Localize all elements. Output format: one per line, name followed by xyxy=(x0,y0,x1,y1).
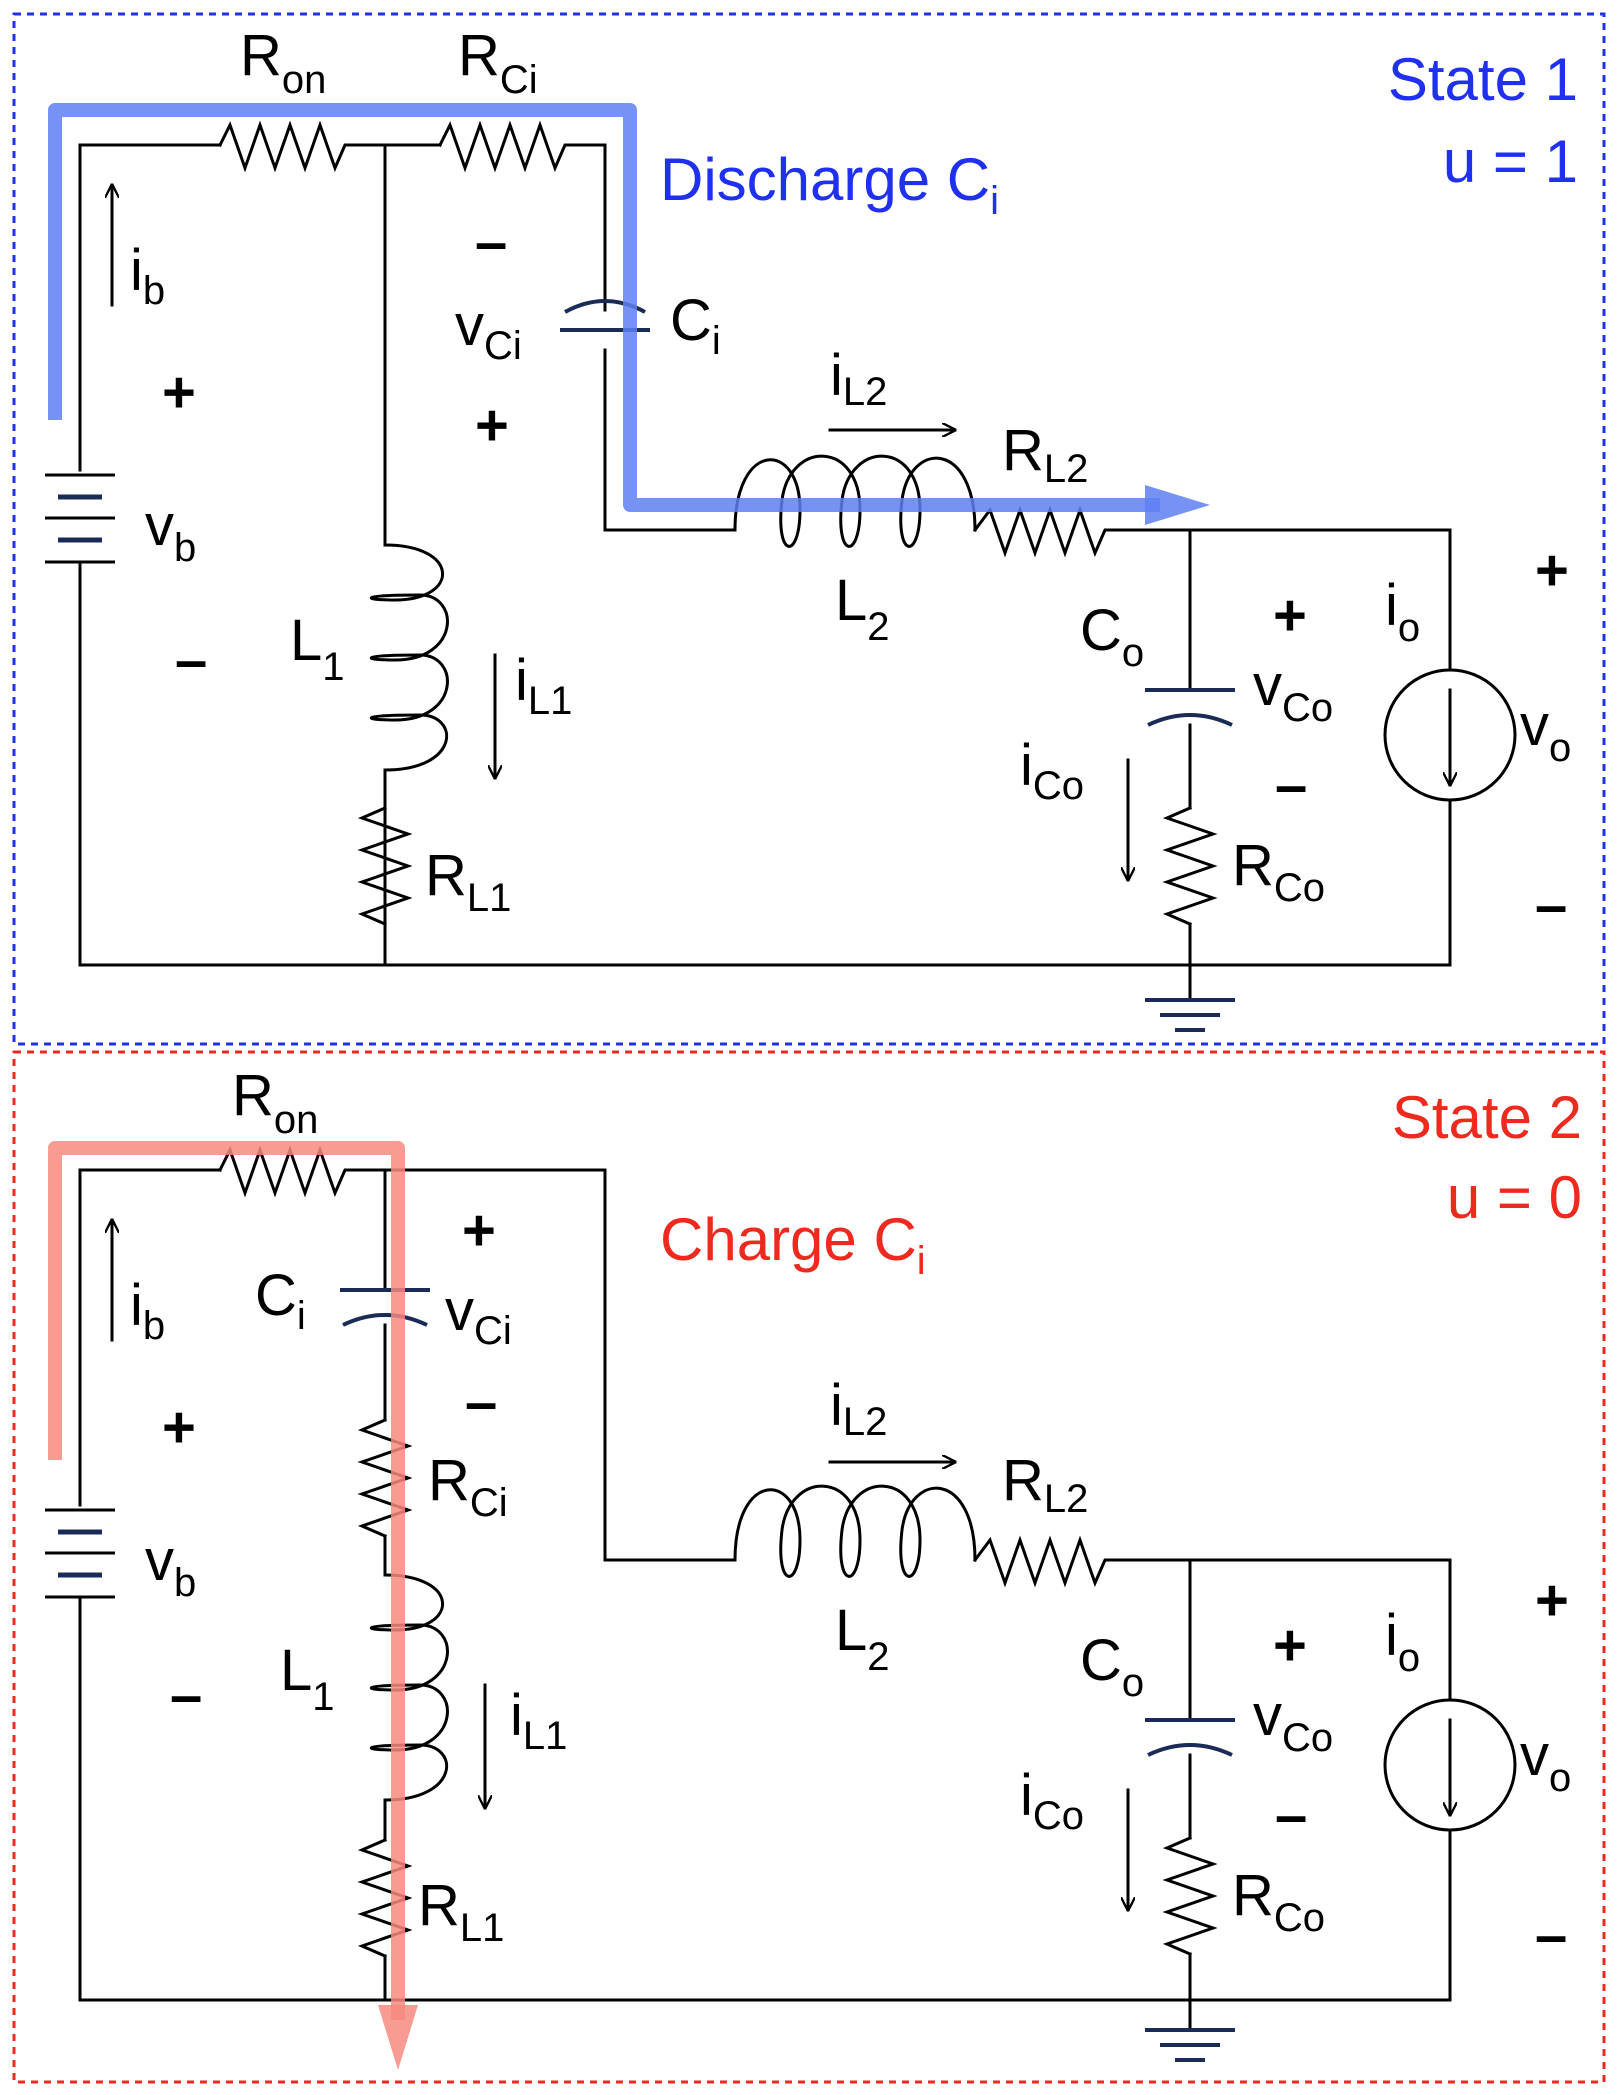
vco-label: vCo xyxy=(1253,653,1333,730)
rl2-label-2: RL2 xyxy=(1002,1448,1088,1521)
state-1-title: State 1 xyxy=(1388,46,1578,113)
rco-resistor-2 xyxy=(1162,1836,1218,1956)
ci-label-2: Ci xyxy=(255,1263,306,1338)
rl1-resistor-2 xyxy=(357,1838,413,1958)
vci-label-2: vCi xyxy=(445,1278,512,1353)
current-source-io xyxy=(1383,668,1517,802)
vb-minus: – xyxy=(175,628,207,693)
io-label-2: io xyxy=(1385,1603,1420,1680)
co-label: Co xyxy=(1080,598,1144,675)
il2-label-2: iL2 xyxy=(830,1373,887,1444)
vco-plus-2: + xyxy=(1273,1613,1307,1678)
l1-inductor-2 xyxy=(369,1573,449,1802)
l1-inductor xyxy=(369,543,449,772)
l2-label: L2 xyxy=(835,568,890,649)
state-2-title: State 2 xyxy=(1392,1084,1582,1151)
state-1-panel: State 1 u = 1 Discharge Ci Ron RCi ib + … xyxy=(12,12,1606,1046)
ron-resistor xyxy=(217,120,357,173)
vb-minus-2: – xyxy=(170,1663,202,1728)
vo-minus-2: – xyxy=(1535,1903,1567,1968)
io-label: io xyxy=(1385,573,1420,650)
l1-label: L1 xyxy=(290,608,345,689)
il1-label-2: iL1 xyxy=(510,1683,567,1758)
il1-label: iL1 xyxy=(515,648,572,723)
ground-symbol-2 xyxy=(1145,2028,1235,2062)
state-1-control: u = 1 xyxy=(1443,128,1578,195)
vco-minus-2: – xyxy=(1275,1783,1307,1848)
ci-label: Ci xyxy=(670,288,721,363)
state-2-wires xyxy=(78,1168,1452,2032)
battery-vb-2 xyxy=(45,1508,115,1599)
rco-label: RCo xyxy=(1232,833,1325,910)
vb-plus-2: + xyxy=(162,1395,196,1460)
ib-label-2: ib xyxy=(130,1273,165,1348)
vb-plus: + xyxy=(162,360,196,425)
state-2-border xyxy=(12,1050,1606,2084)
vco-plus: + xyxy=(1273,583,1307,648)
rl1-label: RL1 xyxy=(425,843,511,920)
co-capacitor-2 xyxy=(1145,1718,1235,1757)
il2-label: iL2 xyxy=(830,343,887,414)
rci-label-2: RCi xyxy=(428,1448,508,1525)
charge-path xyxy=(48,1141,418,2070)
ron-label-2: Ron xyxy=(232,1063,318,1142)
ico-label: iCo xyxy=(1020,733,1084,808)
vb-label: vb xyxy=(145,493,196,570)
vci-minus: – xyxy=(475,210,507,275)
rl2-resistor xyxy=(972,505,1117,558)
state-2-control: u = 0 xyxy=(1447,1164,1582,1231)
rco-resistor xyxy=(1162,806,1218,926)
l2-inductor-2 xyxy=(733,1484,977,1578)
co-capacitor xyxy=(1145,688,1235,727)
rci-label: RCi xyxy=(458,23,538,102)
state-1-path-label: Discharge Ci xyxy=(660,146,999,223)
vo-plus-2: + xyxy=(1535,1568,1569,1633)
rl2-label: RL2 xyxy=(1002,418,1088,491)
battery-vb xyxy=(45,473,115,564)
state-1-wires xyxy=(78,143,1452,1002)
rci-resistor xyxy=(437,120,577,173)
ground-symbol xyxy=(1145,998,1235,1032)
rl1-label-2: RL1 xyxy=(418,1873,504,1950)
rco-label-2: RCo xyxy=(1232,1863,1325,1940)
current-source-io-2 xyxy=(1383,1698,1517,1832)
state-2-path-label: Charge Ci xyxy=(660,1206,926,1283)
vo-label-2: vo xyxy=(1520,1723,1571,1800)
vo-label: vo xyxy=(1520,693,1571,770)
ico-label-2: iCo xyxy=(1020,1763,1084,1838)
l2-label-2: L2 xyxy=(835,1598,890,1679)
vb-label-2: vb xyxy=(145,1528,196,1605)
state-2-panel: State 2 u = 0 Charge Ci Ron ib Ci + vCi … xyxy=(12,1050,1606,2084)
vci-plus-2: + xyxy=(462,1198,496,1263)
ron-label: Ron xyxy=(240,23,326,102)
state-1-border xyxy=(12,12,1606,1046)
rci-resistor-2 xyxy=(357,1418,413,1538)
rl1-resistor xyxy=(357,806,413,926)
vo-plus: + xyxy=(1535,538,1569,603)
vo-minus: – xyxy=(1535,873,1567,938)
vci-plus: + xyxy=(475,393,509,458)
discharge-path xyxy=(48,103,1210,525)
ib-label: ib xyxy=(130,238,165,313)
ron-resistor-2 xyxy=(217,1145,357,1198)
vco-minus: – xyxy=(1275,753,1307,818)
vci-label: vCi xyxy=(455,293,522,368)
ci-capacitor-2 xyxy=(340,1288,430,1327)
rl2-resistor-2 xyxy=(972,1535,1117,1588)
l1-label-2: L1 xyxy=(280,1638,335,1719)
co-label-2: Co xyxy=(1080,1628,1144,1705)
vco-label-2: vCo xyxy=(1253,1683,1333,1760)
vci-minus-2: – xyxy=(465,1370,497,1435)
